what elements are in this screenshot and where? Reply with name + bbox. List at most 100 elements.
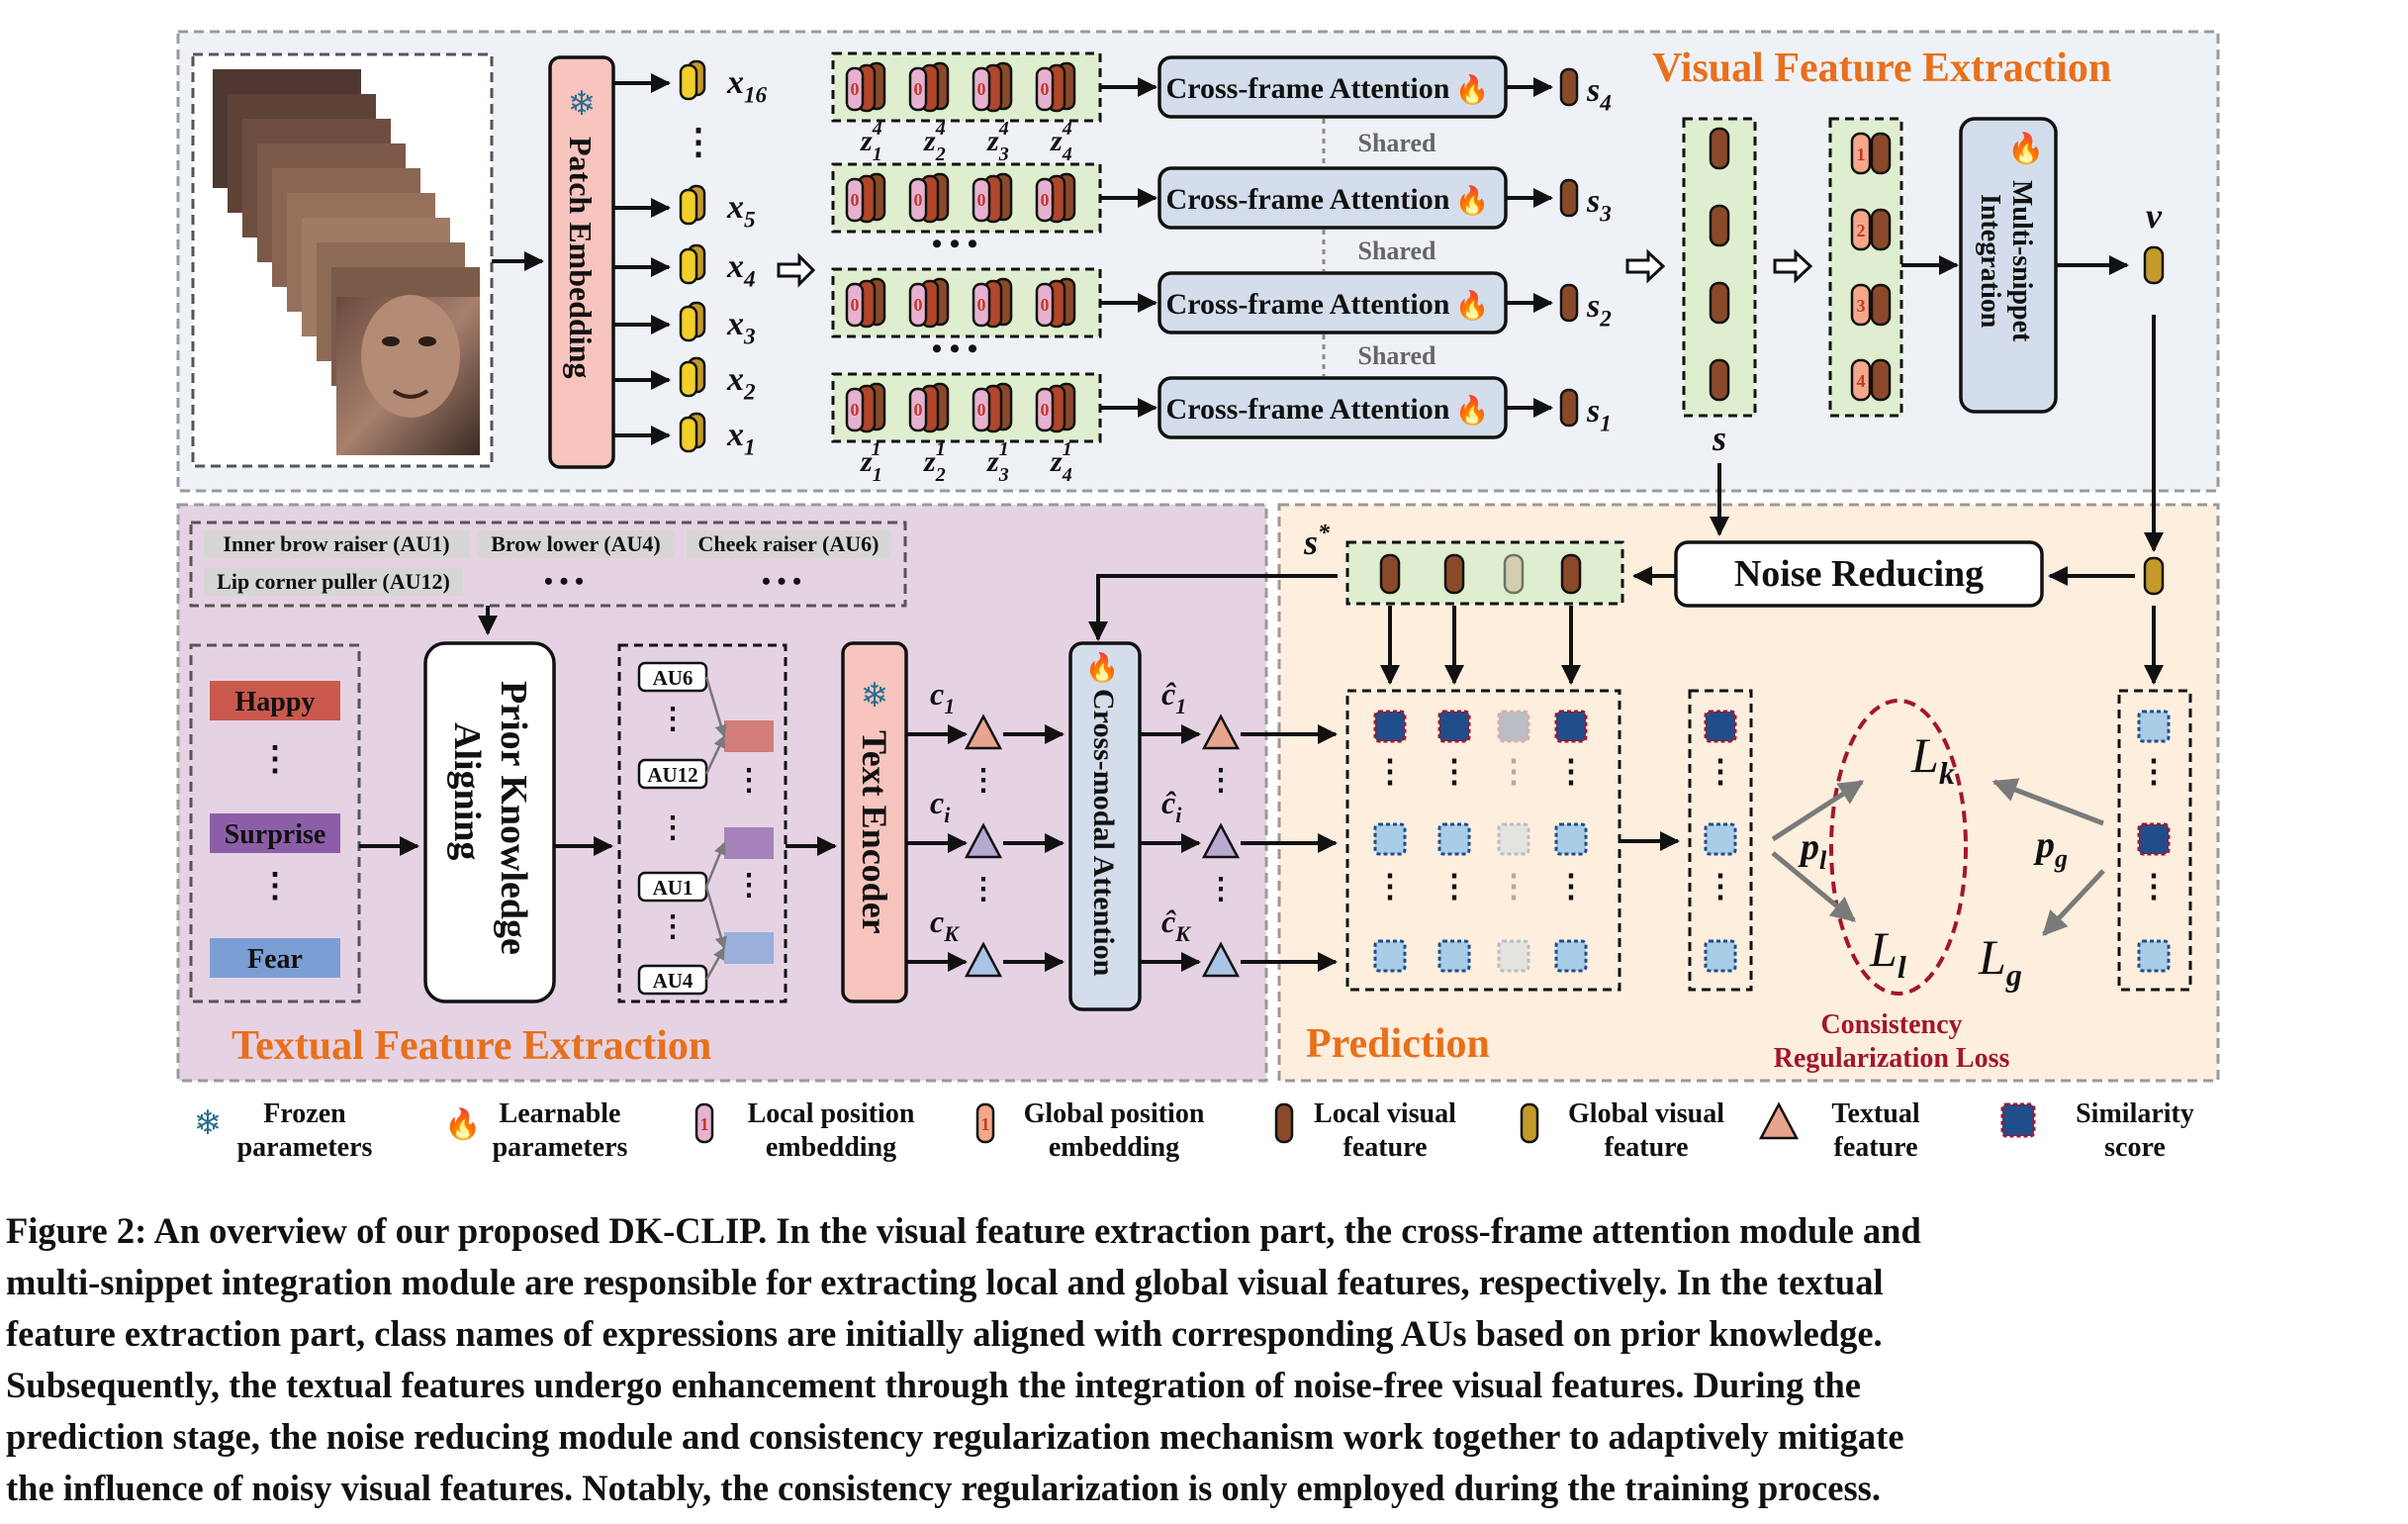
au-link	[704, 841, 726, 888]
legend-snowflake: ❄	[194, 1105, 223, 1142]
au-chip	[204, 530, 469, 558]
snippet-token-stack: 0	[972, 172, 1013, 224]
textual-feature-triangle	[1201, 822, 1241, 859]
global-prediction-column	[2117, 689, 2192, 992]
s-star-label: s*	[1303, 521, 1331, 562]
au-chip-label: Brow lower (AU4)	[491, 531, 661, 556]
snippet-token-stack: 0	[972, 277, 1013, 329]
legend-global-pos	[975, 1102, 995, 1144]
gpe-number: 2	[1857, 221, 1866, 240]
class-chip	[210, 681, 340, 720]
global-position-icon: 1	[975, 1102, 995, 1144]
local-pos-zero: 0	[977, 400, 986, 420]
local-pos-zero: 0	[977, 190, 986, 210]
shared-label: Shared	[1358, 129, 1437, 157]
snippet-token-stack: 0	[845, 382, 886, 433]
legend-local-pos-num: 1	[700, 1114, 709, 1134]
class-ellipsis: ⋮	[258, 741, 292, 778]
patch-token	[679, 243, 706, 285]
class-chip-label: Happy	[235, 687, 316, 717]
patch-label: x4	[726, 248, 756, 293]
gpe-token	[1850, 208, 1872, 251]
s-output-label: s1	[1586, 393, 1612, 437]
crl-line2: Regularization Loss	[1774, 1043, 2010, 1074]
z-label: z34	[986, 118, 1009, 165]
snippets-to-s-arrow	[1625, 248, 1666, 284]
gpe-token	[1850, 358, 1872, 402]
matrix-ellipsis: ⋮	[1555, 868, 1587, 904]
local-pos-zero: 0	[851, 400, 860, 420]
cross-frame-attention-label: Cross-frame Attention	[1166, 183, 1450, 216]
legend-label-line2: score	[2104, 1132, 2166, 1163]
legend-label-line2: embedding	[1049, 1132, 1179, 1163]
msi-label-line1: Multi-snippet	[2006, 180, 2037, 342]
local-pos-token	[845, 177, 865, 223]
s-feature	[1709, 358, 1730, 402]
crl-line1: Consistency	[1820, 1009, 1962, 1040]
aligned-class-chip	[724, 720, 774, 752]
similarity-cells: ⋮⋮⋮⋮⋮⋮⋮⋮	[1373, 710, 1588, 973]
s-features	[1709, 127, 1730, 402]
visual-section-title: Visual Feature Extraction	[1652, 46, 2111, 91]
local-pos-zero: 0	[1041, 190, 1050, 210]
text-encoder-block	[841, 641, 908, 1003]
gpe-local-feature	[1870, 208, 1892, 251]
flame-icon: 🔥	[1455, 394, 1490, 427]
ll-label: Ll	[1869, 921, 1906, 985]
c-hat-label: ĉi	[1161, 785, 1182, 827]
local-pos-zero: 0	[977, 79, 986, 99]
local-position-icon: 1	[695, 1102, 714, 1144]
cross-modal-block	[1068, 641, 1142, 1011]
local-prediction-cell	[1704, 710, 1737, 743]
legend-label-line2: parameters	[493, 1132, 628, 1163]
textual-feature-triangle	[964, 714, 1003, 750]
s-star-feature	[1503, 553, 1525, 595]
s-star-to-cross-modal-arrow	[1088, 574, 1338, 641]
local-pos-token	[1035, 66, 1055, 112]
patch-label: x3	[726, 306, 756, 350]
local-prediction-cell	[1704, 822, 1737, 856]
au-tag-ellipsis: ⋮	[658, 910, 688, 943]
patch-label: x1	[726, 417, 756, 461]
legend-label-line1: Textual	[1831, 1098, 1919, 1129]
global-prediction-ellipsis: ⋮	[2138, 868, 2170, 904]
cross-frame-attention-label: Cross-frame Attention	[1166, 288, 1450, 321]
local-pos-token	[1035, 387, 1055, 432]
z-label: z24	[923, 118, 946, 165]
global-prediction-cell	[2137, 710, 2171, 743]
gpe-token	[1850, 132, 1872, 175]
local-visual-feature-s	[1559, 388, 1579, 428]
global-prediction-cell	[2137, 939, 2171, 973]
shared-label: Shared	[1358, 237, 1437, 265]
s-to-gpe-arrow	[1773, 248, 1813, 284]
snippet-token-stack: 0	[845, 277, 886, 329]
au-chip-label: Lip corner puller (AU12)	[217, 569, 450, 594]
consistency-ellipse	[1829, 699, 1968, 996]
cross-frame-attention-label: Cross-frame Attention	[1166, 72, 1450, 105]
prior-knowledge-block	[423, 641, 556, 1003]
au-chip	[477, 530, 675, 558]
s-feature	[1709, 281, 1730, 325]
snippet-token-stack: 0	[845, 172, 886, 224]
textual-section-title: Textual Feature Extraction	[232, 1023, 711, 1069]
flame-icon: 🔥	[1455, 73, 1490, 106]
prediction-section-title: Prediction	[1306, 1021, 1490, 1067]
local-pos-token	[908, 66, 928, 112]
aligned-class-chip	[724, 932, 774, 964]
matrix-ellipsis: ⋮	[1498, 753, 1529, 789]
local-visual-feature-s	[1559, 283, 1579, 323]
patch-token	[679, 356, 706, 398]
legend-label-line2: feature	[1605, 1132, 1689, 1163]
au-tag-label: AU12	[647, 763, 697, 787]
legend-label-line1: Global visual	[1568, 1098, 1724, 1129]
legend-global-visual	[1520, 1102, 1539, 1144]
z-label: z21	[923, 438, 946, 486]
gpe-local-feature	[1870, 283, 1892, 327]
local-prediction-cell	[1704, 939, 1737, 973]
noise-reducing-label: Noise Reducing	[1734, 553, 1984, 595]
pl-label: pl	[1798, 826, 1827, 875]
